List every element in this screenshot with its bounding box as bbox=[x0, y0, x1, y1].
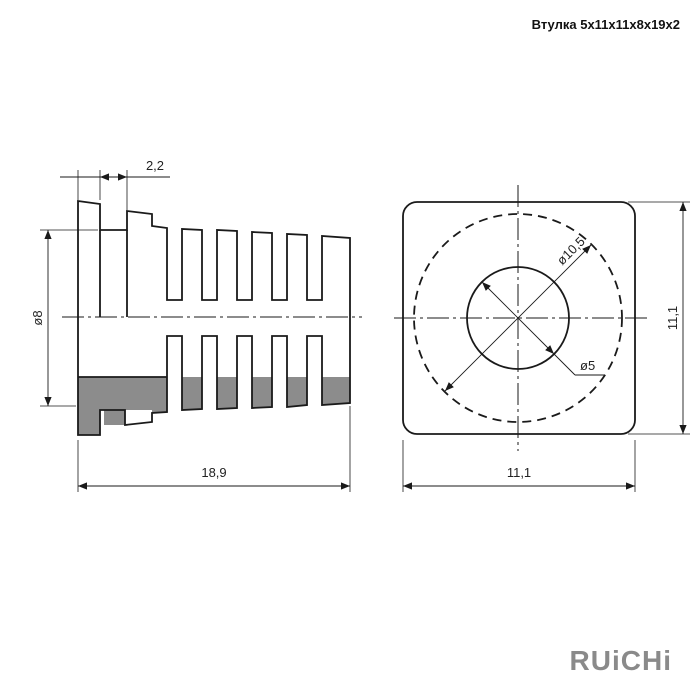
upper-outline bbox=[77, 199, 351, 317]
drawing-title: Втулка 5x11x11x8x19x2 bbox=[531, 17, 680, 32]
dim-diameter-outer: ø10,5 bbox=[554, 234, 588, 268]
dim-step-width: 2,2 bbox=[146, 158, 164, 173]
lower-outline bbox=[77, 317, 351, 436]
brand-logo: RUiCHi bbox=[570, 645, 672, 676]
dim-line-dia5 bbox=[481, 281, 555, 355]
dim-height: 11,1 bbox=[665, 306, 680, 330]
dim-diameter-small: ø8 bbox=[30, 310, 45, 325]
section-fill bbox=[78, 377, 350, 435]
dim-length: 18,9 bbox=[201, 465, 226, 480]
dim-leader bbox=[553, 353, 576, 376]
front-view: ø10,5 ø5 11,1 11,1 bbox=[394, 185, 690, 492]
dashed-circle bbox=[413, 213, 623, 423]
dim-diameter-inner: ø5 bbox=[580, 358, 595, 373]
dim-width: 11,1 bbox=[507, 465, 531, 480]
side-view: 2,2 ø8 18,9 bbox=[30, 158, 362, 492]
